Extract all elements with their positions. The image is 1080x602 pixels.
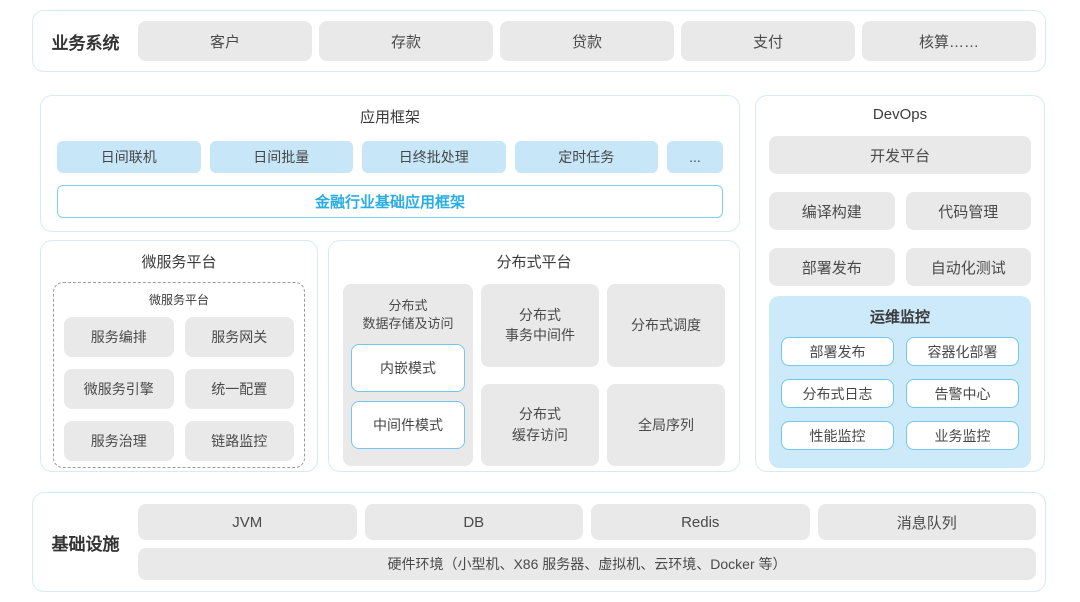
finance-base-framework-bar: 金融行业基础应用框架 [57, 185, 723, 218]
business-system-loan: 贷款 [500, 21, 674, 61]
microservice-platform-panel: 微服务平台 微服务平台 服务编排 服务网关 微服务引擎 统一配置 服务治理 链路… [40, 240, 318, 472]
performance-monitoring: 性能监控 [781, 421, 894, 450]
distributed-cache-access: 分布式 缓存访问 [481, 383, 599, 466]
monitor-deploy-release: 部署发布 [781, 337, 894, 366]
distributed-right-column: 分布式调度 全局序列 [607, 284, 725, 466]
devops-panel: DevOps 开发平台 编译构建 代码管理 部署发布 自动化测试 运维监控 部署… [755, 95, 1045, 472]
code-management: 代码管理 [905, 192, 1031, 230]
devops-title: DevOps [872, 106, 928, 123]
business-system-payment: 支付 [681, 21, 855, 61]
containerized-deployment: 容器化部署 [906, 337, 1019, 366]
microservice-engine: 微服务引擎 [64, 369, 174, 409]
app-framework-eod-batch: 日终批处理 [362, 141, 506, 173]
service-governance: 服务治理 [64, 421, 174, 461]
distributed-middle-column: 分布式 事务中间件 分布式 缓存访问 [481, 284, 599, 466]
global-sequence: 全局序列 [607, 383, 725, 466]
distributed-platform-panel: 分布式平台 分布式 数据存储及访问 内嵌模式 中间件模式 分布式 事务中间件 分… [328, 240, 740, 472]
infra-redis: Redis [591, 504, 810, 540]
ops-monitoring-items: 部署发布 容器化部署 分布式日志 告警中心 性能监控 业务监控 [781, 337, 1019, 450]
distributed-platform-content: 分布式 数据存储及访问 内嵌模式 中间件模式 分布式 事务中间件 分布式 缓存访… [343, 284, 725, 466]
microservice-items: 服务编排 服务网关 微服务引擎 统一配置 服务治理 链路监控 [64, 317, 294, 461]
microservice-inner-box: 微服务平台 服务编排 服务网关 微服务引擎 统一配置 服务治理 链路监控 [53, 282, 305, 468]
service-orchestration: 服务编排 [64, 317, 174, 357]
infrastructure-label: 基础设施 [51, 534, 120, 554]
business-systems-items: 客户 存款 贷款 支付 核算…… [138, 21, 1036, 61]
infrastructure-items: JVM DB Redis 消息队列 硬件环境（小型机、X86 服务器、虚拟机、云… [138, 504, 1036, 580]
microservice-inner-title: 微服务平台 [148, 293, 209, 307]
app-framework-title: 应用框架 [359, 109, 420, 126]
automated-testing: 自动化测试 [905, 248, 1031, 286]
distributed-transaction-middleware: 分布式 事务中间件 [481, 284, 599, 367]
infrastructure-row: JVM DB Redis 消息队列 [138, 504, 1036, 540]
business-systems-label: 业务系统 [51, 33, 120, 53]
infrastructure-band: 基础设施 JVM DB Redis 消息队列 硬件环境（小型机、X86 服务器、… [32, 492, 1046, 592]
app-framework-more: ... [667, 141, 723, 173]
app-framework-daytime-batch: 日间批量 [209, 141, 353, 173]
app-framework-items: 日间联机 日间批量 日终批处理 定时任务 ... [57, 141, 723, 173]
microservice-platform-title: 微服务平台 [141, 254, 217, 271]
devops-row-2: 部署发布 自动化测试 [769, 248, 1031, 286]
middleware-mode-box: 中间件模式 [351, 401, 465, 450]
distributed-platform-title: 分布式平台 [496, 254, 572, 271]
distributed-storage-title: 分布式 数据存储及访问 [362, 298, 454, 332]
unified-config: 统一配置 [184, 369, 294, 409]
dev-platform-box: 开发平台 [769, 136, 1031, 174]
service-gateway: 服务网关 [184, 317, 294, 357]
embedded-mode-box: 内嵌模式 [351, 344, 465, 393]
business-systems-band: 业务系统 客户 存款 贷款 支付 核算…… [32, 10, 1046, 72]
infra-message-queue: 消息队列 [817, 504, 1036, 540]
compile-build: 编译构建 [769, 192, 895, 230]
distributed-storage-box: 分布式 数据存储及访问 内嵌模式 中间件模式 [343, 284, 473, 466]
infra-db: DB [364, 504, 583, 540]
business-monitoring: 业务监控 [906, 421, 1019, 450]
ops-monitoring-panel: 运维监控 部署发布 容器化部署 分布式日志 告警中心 性能监控 业务监控 [769, 296, 1031, 468]
business-system-deposit: 存款 [319, 21, 493, 61]
link-monitoring: 链路监控 [184, 421, 294, 461]
devops-row-1: 编译构建 代码管理 [769, 192, 1031, 230]
alert-center: 告警中心 [906, 379, 1019, 408]
app-framework-daytime-online: 日间联机 [57, 141, 201, 173]
business-system-accounting: 核算…… [862, 21, 1036, 61]
deploy-release: 部署发布 [769, 248, 895, 286]
ops-monitoring-title: 运维监控 [869, 309, 930, 326]
distributed-scheduling: 分布式调度 [607, 284, 725, 367]
distributed-logging: 分布式日志 [781, 379, 894, 408]
app-framework-panel: 应用框架 日间联机 日间批量 日终批处理 定时任务 ... 金融行业基础应用框架 [40, 95, 740, 232]
hardware-environment-bar: 硬件环境（小型机、X86 服务器、虚拟机、云环境、Docker 等） [138, 548, 1036, 580]
infra-jvm: JVM [138, 504, 357, 540]
app-framework-scheduled-tasks: 定时任务 [514, 141, 658, 173]
business-system-customer: 客户 [138, 21, 312, 61]
